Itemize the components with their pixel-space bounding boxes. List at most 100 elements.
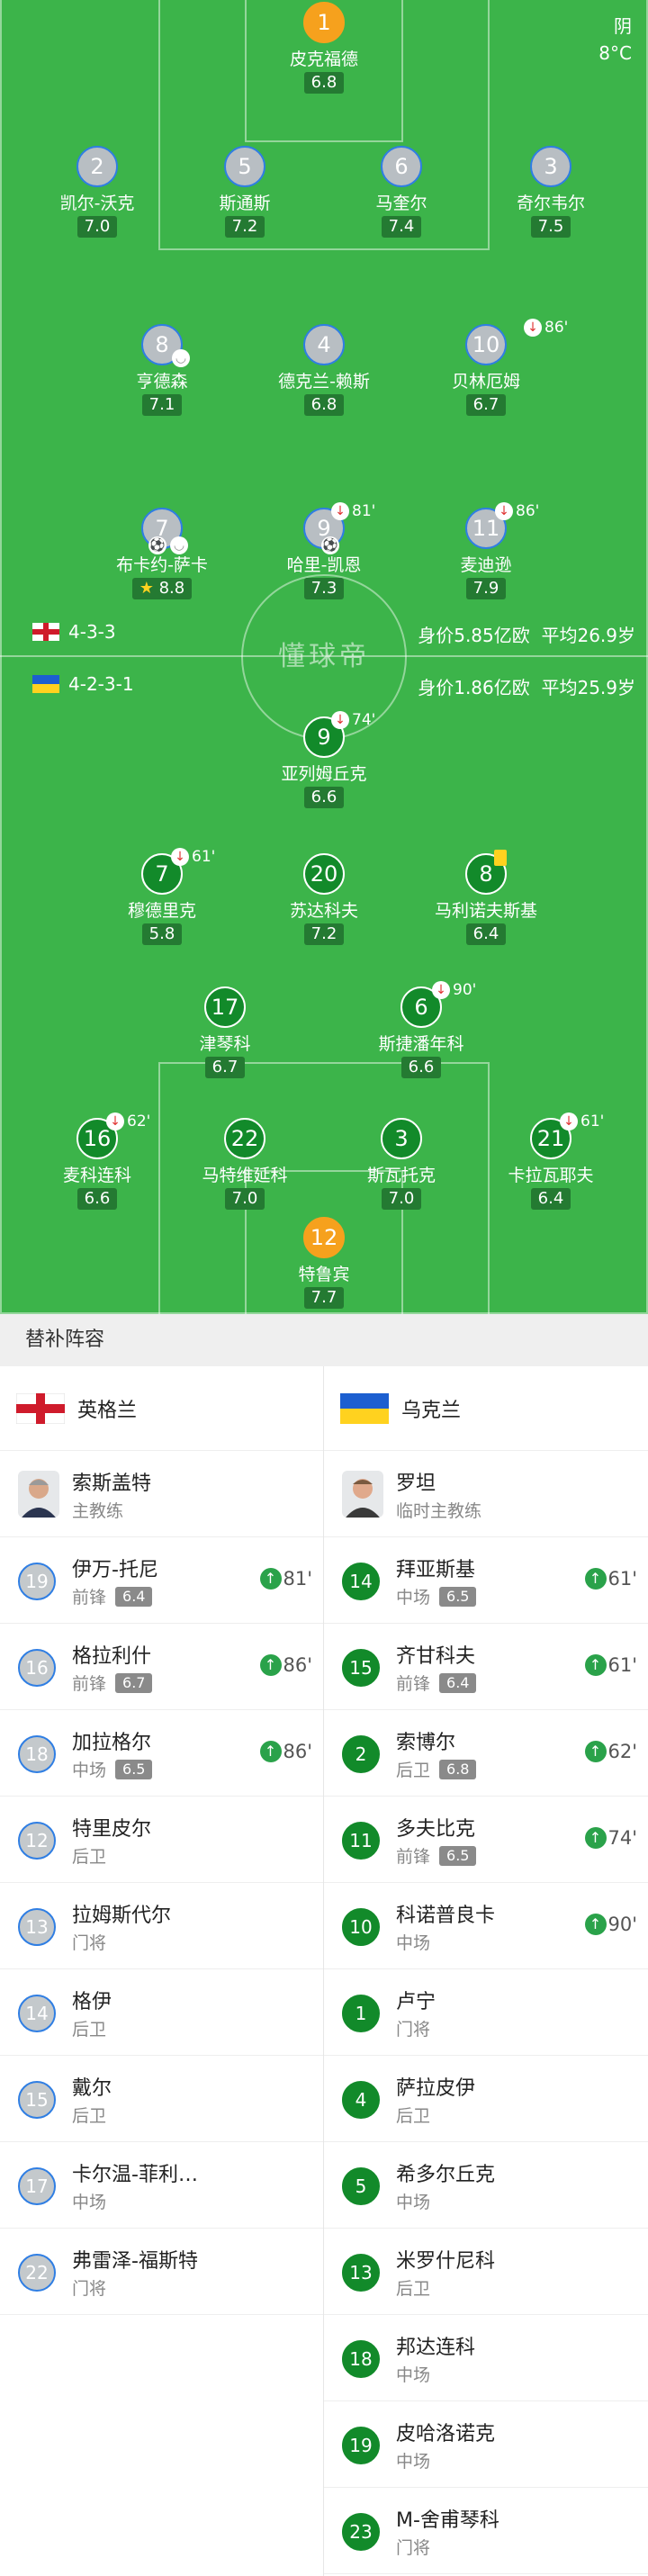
sub-row[interactable]: 10 科诺普良卡 中场 ↑90' (324, 1883, 648, 1969)
sub-row[interactable]: 19 皮哈洛诺克 中场 (324, 2401, 648, 2488)
player-marker[interactable]: 6 马奎尔 7.4 (311, 146, 491, 238)
player-marker[interactable]: 22 马特维延科 7.0 (155, 1118, 335, 1210)
sub-row[interactable]: 4 萨拉皮伊 后卫 (324, 2056, 648, 2142)
player-marker[interactable]: 4 德克兰-赖斯 6.8 (234, 324, 414, 416)
player-name: 亚列姆丘克 (281, 764, 367, 784)
sub-row[interactable]: 18 邦达连科 中场 (324, 2315, 648, 2401)
player-name: 斯捷潘年科 (378, 1034, 464, 1054)
sub-name: 多夫比克 (396, 1818, 476, 1841)
sub-number: 5 (342, 2167, 380, 2205)
sub-name: 皮哈洛诺克 (396, 2423, 496, 2445)
sub-row[interactable]: 12 特里皮尔 后卫 (0, 1797, 323, 1883)
sub-on-indicator: ↑62' (584, 1741, 637, 1762)
sub-rating: 6.4 (439, 1672, 477, 1693)
player-rating: ★ 8.8 (131, 578, 193, 599)
sub-row[interactable]: 23 M-舍甫琴科 门将 (324, 2488, 648, 2574)
sub-row[interactable]: 1 卢宁 门将 (324, 1969, 648, 2056)
sub-name: 希多尔丘克 (396, 2164, 496, 2186)
player-marker[interactable]: 8 马利诺夫斯基 6.4 (396, 850, 576, 945)
player-marker[interactable]: 21 ↓ 61' 卡拉瓦耶夫 6.4 (461, 1112, 641, 1210)
player-marker[interactable]: 16 ↓ 62' 麦科连科 6.6 (7, 1112, 187, 1210)
sub-name: 格拉利什 (72, 1645, 152, 1668)
player-marker[interactable]: 2 凯尔-沃克 7.0 (7, 146, 187, 238)
player-marker[interactable]: 3 奇尔韦尔 7.5 (461, 146, 641, 238)
sub-row[interactable]: 13 米罗什尼科 后卫 (324, 2229, 648, 2315)
bottom-goal-box (245, 1170, 403, 1314)
player-rating: 6.4 (530, 1188, 572, 1210)
player-number: 3 (381, 1118, 422, 1159)
player-marker[interactable]: 6 ↓ 90' 斯捷潘年科 6.6 (331, 981, 511, 1078)
player-marker[interactable]: 9 ↓ 74' 亚列姆丘克 6.6 (234, 711, 414, 808)
coach-row[interactable]: 索斯盖特 主教练 (0, 1451, 323, 1537)
player-marker[interactable]: 20 苏达科夫 7.2 (234, 853, 414, 945)
coach-role: 临时主教练 (396, 1501, 482, 1521)
sub-on-icon: ↑ (584, 1827, 607, 1849)
player-marker[interactable]: 11 ↓ 86' 麦迪逊 7.9 (396, 502, 576, 599)
player-name: 津琴科 (199, 1034, 251, 1054)
sub-number: 17 (18, 2167, 56, 2205)
player-rating: 7.1 (141, 394, 183, 416)
bottom-penalty-box (158, 1062, 490, 1314)
player-rating: 7.7 (303, 1287, 345, 1309)
sub-position: 后卫 (72, 2106, 107, 2126)
player-marker[interactable]: 10 ↓ 86' 贝林厄姆 6.7 (396, 319, 576, 416)
sub-row[interactable]: 22 弗雷泽-福斯特 门将 (0, 2229, 323, 2315)
player-marker[interactable]: 5 斯通斯 7.2 (155, 146, 335, 238)
ukraine-team-info: 4-2-3-1 身价1.86亿欧 平均25.9岁 (0, 668, 648, 704)
sub-off-indicator: ↓ 81' (331, 502, 375, 520)
player-marker[interactable]: 3 斯瓦托克 7.0 (311, 1118, 491, 1210)
player-marker[interactable]: 8 ◡ 亨德森 7.1 (72, 324, 252, 416)
player-marker[interactable]: 9 ⚽ ↓ 81' 哈里-凯恩 7.3 (234, 502, 414, 599)
player-number: 2 (76, 146, 118, 187)
sub-on-indicator: ↑90' (584, 1914, 638, 1935)
sub-on-minute: 90' (608, 1914, 638, 1935)
sub-position: 门将 (72, 1933, 107, 1953)
sub-row[interactable]: 14 格伊 后卫 (0, 1969, 323, 2056)
player-marker[interactable]: 12 特鲁宾 7.7 (234, 1217, 414, 1309)
sub-row[interactable]: 5 希多尔丘克 中场 (324, 2142, 648, 2229)
sub-position: 后卫 (396, 2106, 431, 2126)
player-name: 斯瓦托克 (366, 1166, 436, 1185)
sub-off-icon: ↓ (106, 1112, 124, 1130)
star-icon: ★ (139, 579, 154, 598)
sub-row[interactable]: 17 卡尔温-菲利… 中场 (0, 2142, 323, 2229)
sub-on-icon: ↑ (259, 1741, 282, 1762)
sub-position: 后卫 (396, 2279, 431, 2299)
sub-number: 11 (342, 1822, 380, 1860)
sub-number: 10 (342, 1908, 380, 1946)
sub-position: 前锋 (72, 1588, 107, 1608)
sub-on-icon: ↑ (584, 1654, 607, 1676)
sub-row[interactable]: 15 戴尔 后卫 (0, 2056, 323, 2142)
sub-position: 后卫 (72, 2020, 107, 2040)
sub-on-icon: ↑ (584, 1914, 607, 1935)
player-rating: 7.0 (224, 1188, 266, 1210)
yellow-card-icon (494, 850, 507, 866)
player-marker[interactable]: 7 ⚽ ◡ 布卡约-萨卡 ★ 8.8 (72, 508, 252, 599)
player-rating: 6.6 (76, 1188, 118, 1210)
sub-number: 13 (342, 2254, 380, 2292)
coach-row[interactable]: 罗坦 临时主教练 (324, 1451, 648, 1537)
sub-off-minute: 86' (544, 319, 569, 337)
sub-row[interactable]: 13 拉姆斯代尔 门将 (0, 1883, 323, 1969)
sub-number: 15 (342, 1649, 380, 1687)
sub-off-minute: 61' (580, 1112, 605, 1130)
player-marker[interactable]: 17 津琴科 6.7 (135, 986, 315, 1078)
sub-rating: 6.5 (115, 1759, 153, 1779)
center-logo: 懂球帝 (278, 641, 370, 672)
sub-number: 14 (342, 1563, 380, 1600)
sub-rating: 6.5 (439, 1586, 477, 1607)
player-marker[interactable]: 1 皮克福德 6.8 (234, 2, 414, 94)
sub-name: 弗雷泽-福斯特 (72, 2250, 198, 2273)
england-formation: 4-3-3 (68, 621, 116, 643)
player-marker[interactable]: 7 ↓ 61' 穆德里克 5.8 (72, 848, 252, 945)
sub-number: 22 (18, 2254, 56, 2292)
